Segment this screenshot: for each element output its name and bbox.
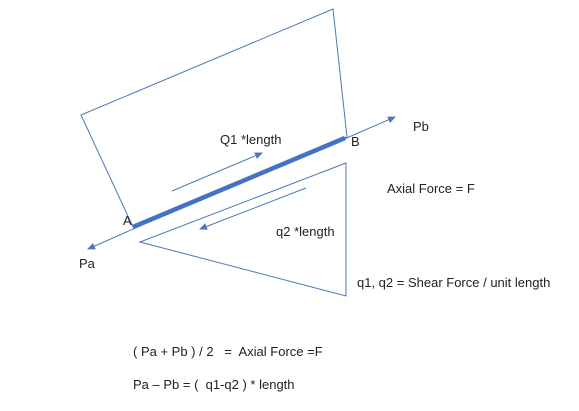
force-pb-arrow xyxy=(341,116,396,141)
label-force-pa: Pa xyxy=(79,256,96,271)
label-force-pb: Pb xyxy=(413,119,429,134)
label-point-a: A xyxy=(123,213,132,228)
label-axial-force: Axial Force = F xyxy=(387,181,475,196)
equation-difference: Pa – Pb = ( q1-q2 ) * length xyxy=(133,377,295,392)
shear-q2-arrow xyxy=(199,187,307,230)
equation-average: ( Pa + Pb ) / 2 = Axial Force =F xyxy=(133,344,323,359)
member-ab xyxy=(132,135,346,230)
label-point-b: B xyxy=(351,134,360,149)
shear-q1-arrow xyxy=(171,152,263,192)
upper-shear-distribution xyxy=(80,8,348,228)
label-shear-q1: Q1 *length xyxy=(220,132,281,147)
label-shear-definition: q1, q2 = Shear Force / unit length xyxy=(357,275,550,290)
lower-shear-distribution xyxy=(138,162,347,297)
force-pa-arrow xyxy=(87,225,141,250)
label-shear-q2: q2 *length xyxy=(276,224,335,239)
